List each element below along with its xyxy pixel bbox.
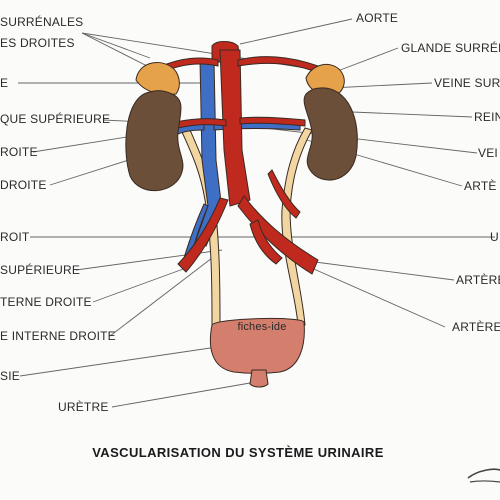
label-left-roit: ROIT — [0, 230, 30, 244]
label-right-aorte: AORTE — [356, 11, 398, 25]
aorta — [219, 49, 251, 207]
urethra — [249, 369, 269, 388]
bladder-group — [209, 317, 305, 388]
label-right-arte: ARTÈ — [464, 178, 497, 193]
label-right-u: U — [490, 230, 499, 244]
label-left-que-superieure: QUE SUPÉRIEURE — [0, 111, 110, 126]
kidneys — [125, 87, 358, 191]
label-left-surrenales: SURRÉNALES — [0, 14, 83, 29]
gonadal-artery — [267, 169, 301, 219]
signature-flourish — [467, 468, 500, 479]
diagram-title: VASCULARISATION DU SYSTÈME URINAIRE — [92, 445, 384, 460]
vena-cava — [195, 59, 223, 247]
label-left-roite: ROITE — [0, 145, 38, 159]
label-left-e-interne-droite: E INTERNE DROITE — [0, 329, 116, 343]
left-kidney — [303, 87, 358, 181]
label-left-sie: SIE — [0, 369, 20, 383]
bladder — [209, 317, 305, 374]
label-left-e: E — [0, 76, 8, 90]
label-right-glande-surrenale: GLANDE SURRÉNA — [401, 40, 500, 55]
signature-underline — [469, 480, 500, 483]
right-iliac-artery — [177, 197, 229, 273]
leader-lines-right — [239, 18, 478, 328]
labels-right: AORTE GLANDE SURRÉNA VEINE SUR REIN VEI … — [356, 11, 500, 334]
label-left-terne-droite: TERNE DROITE — [0, 295, 92, 309]
left-internal-iliac — [249, 219, 283, 265]
suprarenal-artery-left — [237, 56, 319, 73]
label-right-rein: REIN — [474, 110, 500, 124]
watermark: fiches-ide — [237, 321, 286, 333]
label-left-droite: DROITE — [0, 178, 47, 192]
labels-left: SURRÉNALES ES DROITES E QUE SUPÉRIEURE R… — [0, 14, 116, 414]
left-renal-artery — [239, 116, 306, 127]
label-left-superieure: SUPÉRIEURE — [0, 262, 80, 277]
right-kidney — [125, 90, 184, 191]
label-right-vei: VEI — [478, 146, 498, 160]
arteries — [161, 41, 319, 275]
right-renal-artery — [175, 118, 227, 129]
label-right-artere-2: ARTÈRE — [452, 319, 500, 334]
label-left-es-droites: ES DROITES — [0, 36, 75, 50]
label-right-veine-sur: VEINE SUR — [434, 76, 500, 90]
left-ureter — [281, 127, 313, 326]
label-left-uretre: URÈTRE — [58, 399, 109, 414]
label-right-artere-1: ARTÈRE — [456, 272, 500, 287]
